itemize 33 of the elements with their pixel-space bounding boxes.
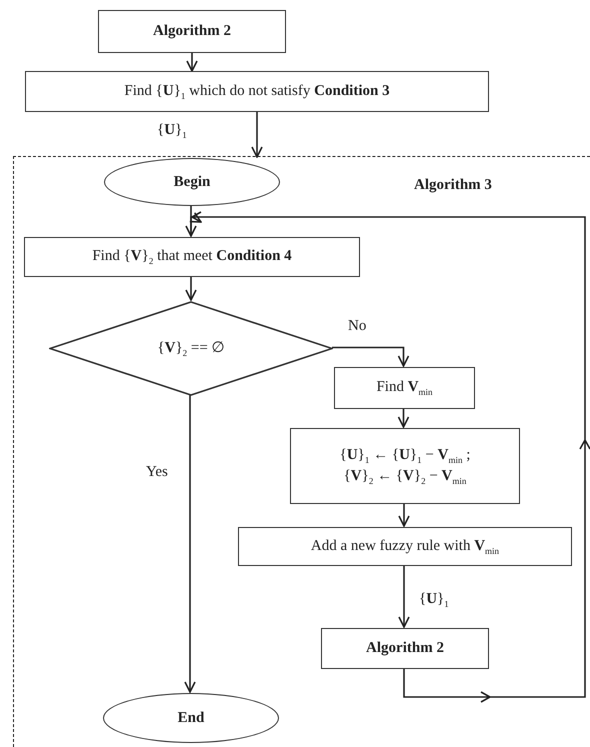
process-box xyxy=(238,527,572,566)
node-text: Algorithm 2 xyxy=(153,22,231,42)
node-text: Begin xyxy=(174,172,210,192)
node-text: {U}$_{1}$ ← {U}$_{1}$ − V$_{min}$ ; xyxy=(340,446,470,466)
arrow xyxy=(186,53,198,72)
node-text: Find {V}$_{2}$ that meet Condition 4 xyxy=(92,247,292,268)
arrow xyxy=(398,408,410,428)
process-box xyxy=(24,237,360,277)
node-text: Algorithm 2 xyxy=(366,639,444,658)
process-box xyxy=(98,10,286,53)
node-text: Add a new fuzzy rule with V$_{min}$ xyxy=(310,536,500,558)
node-text: {V}$_{2}$ == ∅ xyxy=(157,338,225,360)
node-text: End xyxy=(178,708,204,728)
process-box xyxy=(290,428,520,504)
edge-label: {U}$_{1}$ xyxy=(418,591,450,610)
process-box xyxy=(321,628,489,669)
arrow xyxy=(398,565,410,628)
process-box xyxy=(334,367,475,409)
arrow xyxy=(185,205,197,237)
node-text: Find {U}$_{1}$ which do not satisfy Condition 3 xyxy=(124,82,390,102)
arrow xyxy=(251,112,263,158)
edge-label: {U}$_{1}$ xyxy=(156,122,188,141)
arrow xyxy=(398,503,410,527)
group-title: Algorithm 3 xyxy=(414,176,492,195)
process-box xyxy=(25,71,489,112)
arrow xyxy=(185,276,197,301)
node-text: {V}$_{2}$ ← {V}$_{2}$ − V$_{min}$ xyxy=(344,467,466,488)
node-text: Find V$_{min}$ xyxy=(376,378,433,399)
decision-diamond xyxy=(49,301,333,396)
arrow xyxy=(189,211,590,703)
arrow xyxy=(332,346,410,367)
arrow xyxy=(184,395,196,693)
dashed-group-frame xyxy=(13,156,590,747)
